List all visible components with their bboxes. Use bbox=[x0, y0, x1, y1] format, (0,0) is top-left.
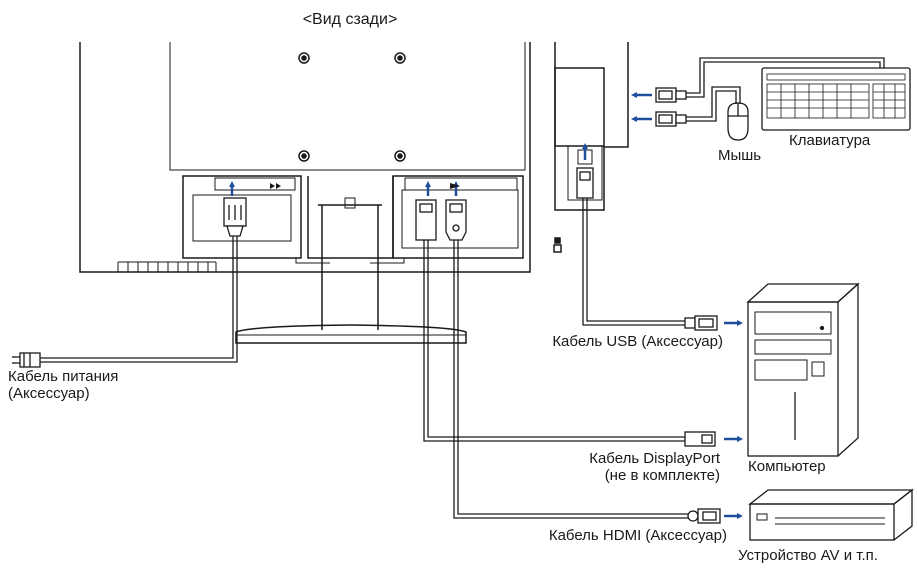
usb-plug-icon bbox=[576, 167, 594, 199]
power-plug-icon bbox=[12, 352, 41, 368]
monitor-back bbox=[79, 42, 562, 344]
hdmi-cable-label: Кабель HDMI (Аксессуар) bbox=[548, 527, 727, 544]
power-cable bbox=[40, 225, 234, 359]
lock-slot-icon bbox=[553, 237, 562, 253]
mouse-icon bbox=[727, 102, 749, 141]
keyboard-icon bbox=[761, 67, 911, 131]
computer-icon bbox=[746, 282, 860, 457]
usb-plug-icon bbox=[655, 87, 687, 103]
av-device-label: Устройство AV и т.п. bbox=[738, 547, 878, 564]
usb-plug-icon bbox=[684, 315, 718, 331]
cables bbox=[40, 57, 885, 519]
av-device-icon bbox=[748, 488, 914, 541]
displayport-plug-icon bbox=[684, 431, 716, 447]
monitor-side bbox=[554, 42, 629, 211]
displayport-cable-label: Кабель DisplayPort bbox=[589, 450, 720, 467]
usb-plug-icon bbox=[655, 111, 687, 127]
power-cable-note: (Аксессуар) bbox=[8, 385, 90, 402]
displayport-cable bbox=[423, 238, 685, 442]
displayport-cable-note: (не в комплекте) bbox=[604, 467, 720, 484]
usb-cable bbox=[582, 198, 685, 326]
hdmi-plug-icon bbox=[687, 508, 721, 524]
displayport-plug-icon bbox=[415, 199, 437, 241]
power-cable-label: Кабель питания bbox=[8, 368, 119, 385]
diagram-title: <Вид сзади> bbox=[302, 11, 398, 28]
hdmi-cable bbox=[453, 238, 690, 519]
blue-arrow-icon bbox=[229, 92, 743, 519]
mouse-label: Мышь bbox=[718, 147, 762, 164]
hdmi-plug-icon bbox=[445, 199, 467, 241]
power-plug-icon bbox=[223, 197, 247, 237]
keyboard-label: Клавиатура bbox=[789, 132, 871, 149]
computer-label: Компьютер bbox=[748, 458, 826, 475]
vesa-screw-icon bbox=[298, 52, 406, 162]
usb-cable-label: Кабель USB (Аксессуар) bbox=[552, 333, 723, 350]
